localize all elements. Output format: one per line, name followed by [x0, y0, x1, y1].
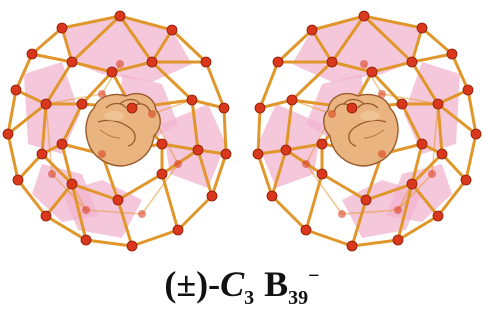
fist-icon [85, 92, 161, 167]
caption-prefix: (±)- [164, 264, 221, 304]
element-symbol: B [264, 264, 289, 304]
cage-atoms [2, 10, 232, 252]
symmetry-letter: C [220, 264, 245, 304]
cage-back-atoms [302, 60, 436, 218]
element-subscript: 39 [288, 287, 309, 309]
charge-superscript: − [308, 265, 320, 287]
cage-atoms [252, 10, 482, 252]
boron-cage-right [252, 10, 482, 252]
cage-bonds [256, 14, 478, 248]
cage-back-atoms [48, 60, 182, 218]
right-enantiomer-cage [248, 4, 482, 252]
boron-cage-left [2, 10, 232, 252]
fist-icon [323, 92, 399, 167]
left-enantiomer-cage [2, 4, 236, 252]
symmetry-subscript: 3 [244, 287, 255, 309]
